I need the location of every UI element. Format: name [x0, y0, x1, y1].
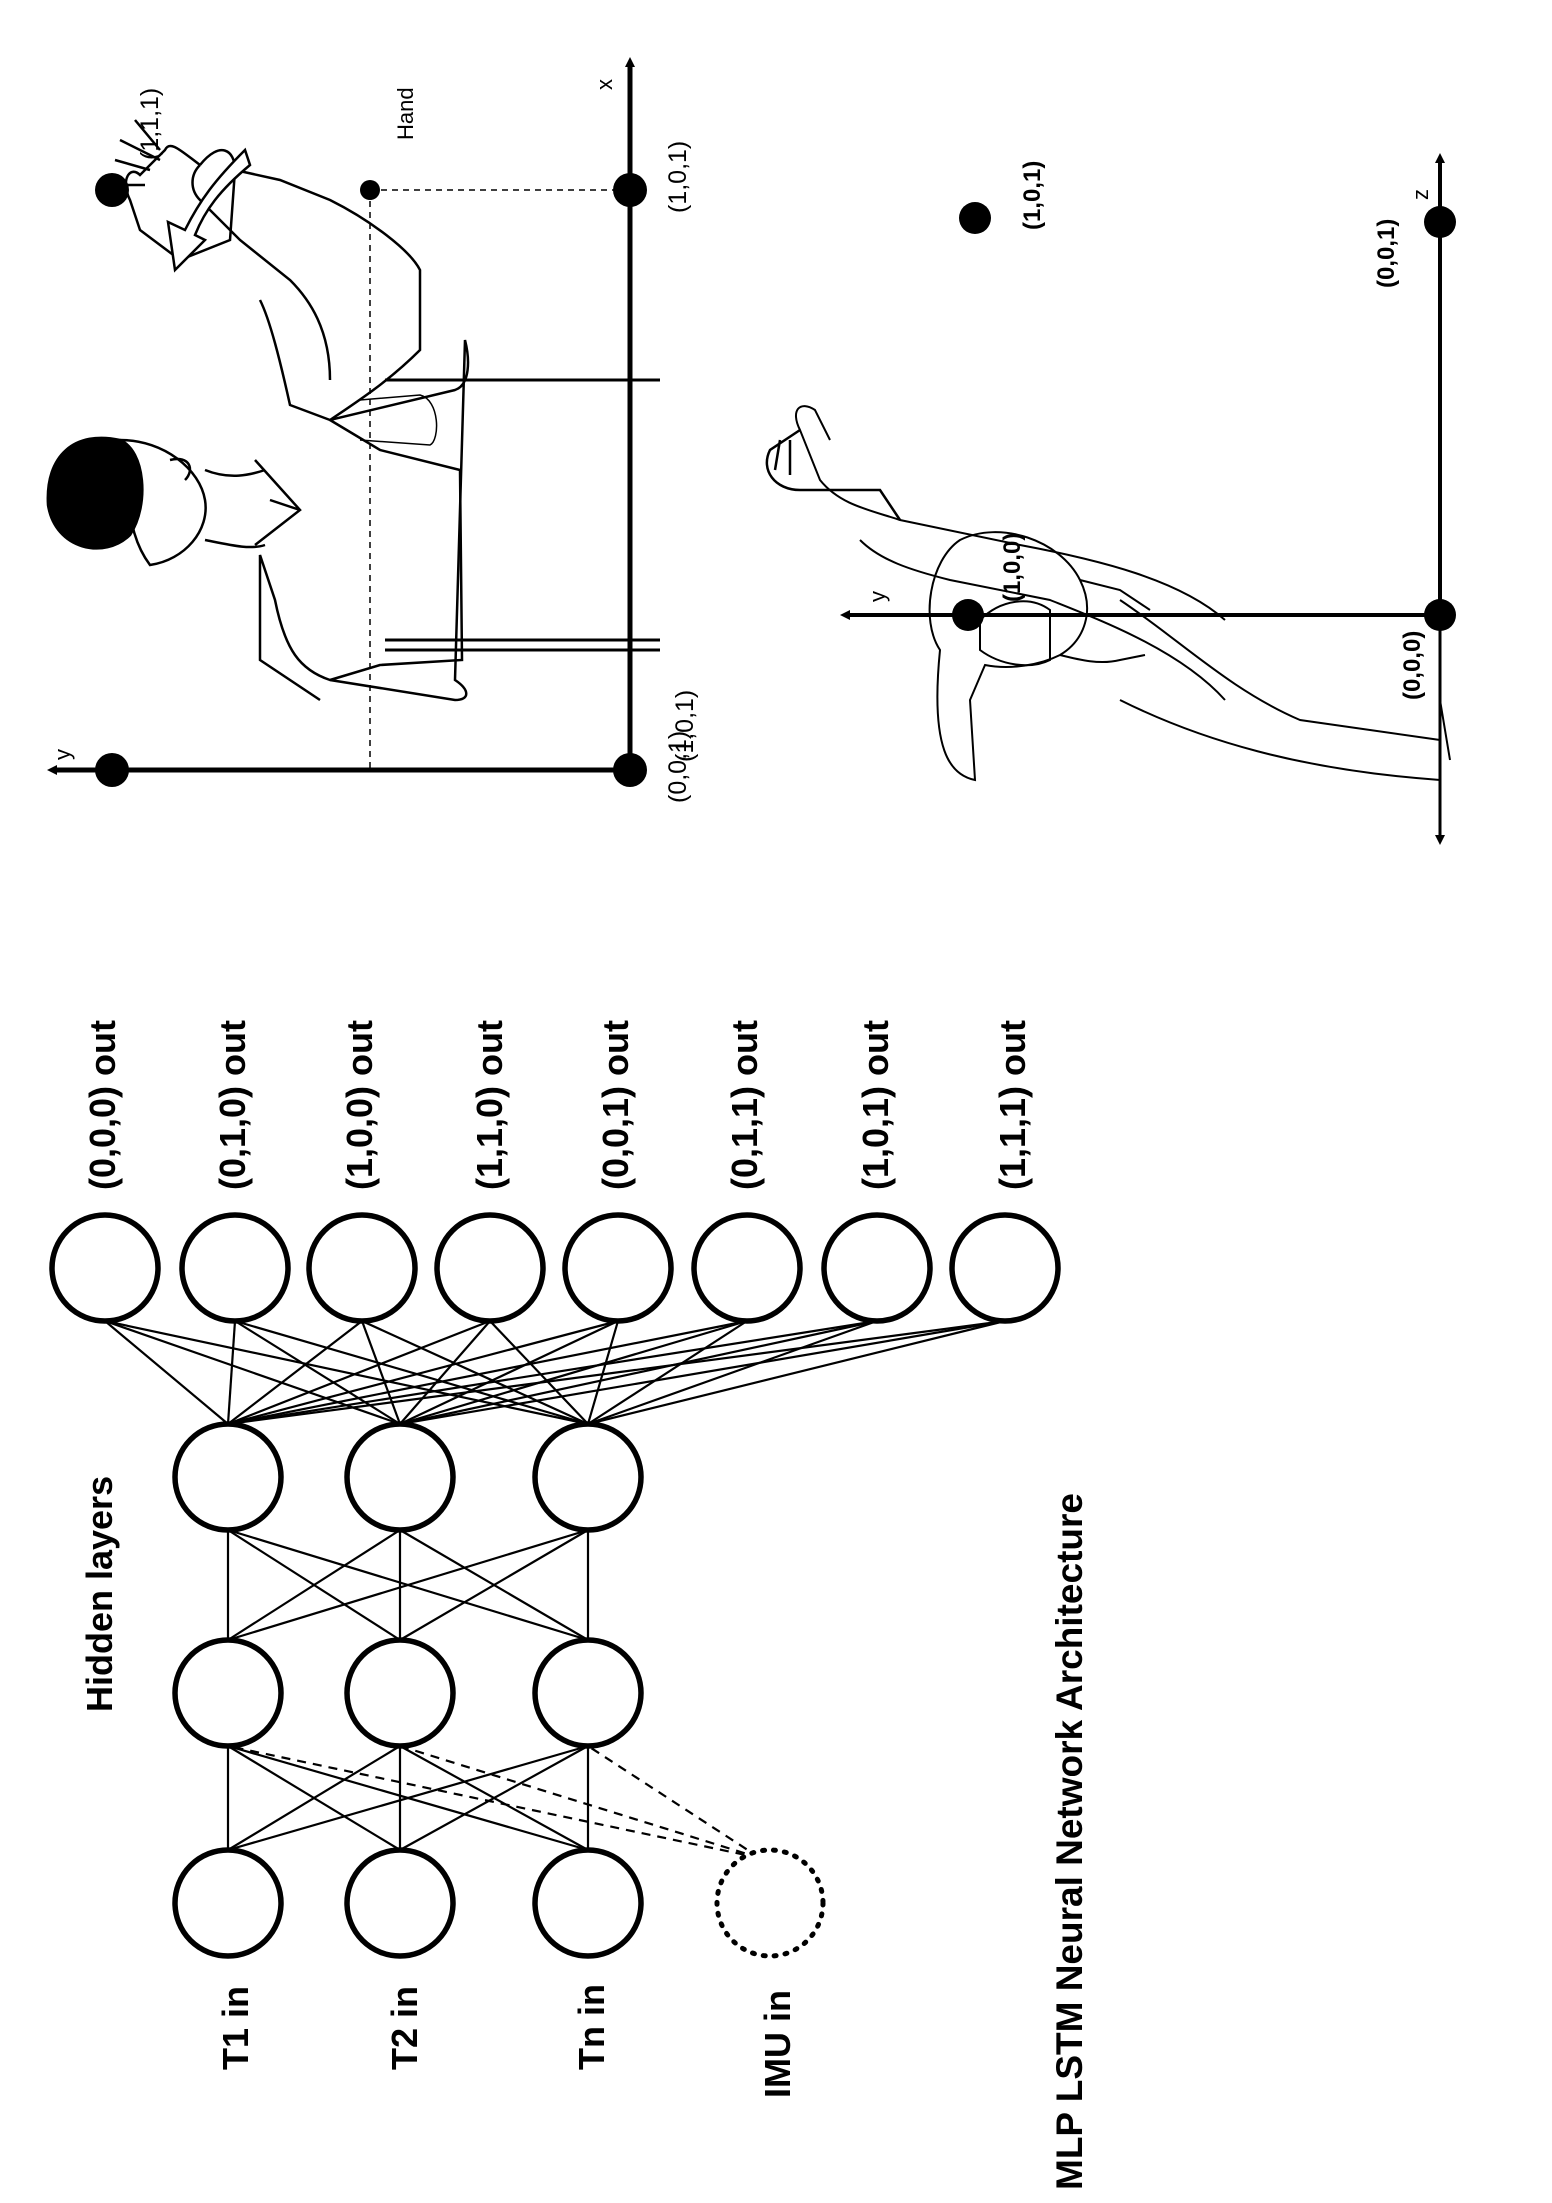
hidden1-node-3: [535, 1640, 641, 1746]
edge-h21-out0: [105, 1321, 400, 1424]
input-label-tn: Tn in: [571, 1984, 612, 2070]
hidden2-node-1: [175, 1424, 281, 1530]
front-label-101-right: (1,0,1): [664, 141, 692, 213]
edge-imu-h11: [400, 1746, 760, 1858]
output-node-8: [952, 1215, 1058, 1321]
output-label-000: (0,0,0) out: [82, 1020, 123, 1190]
side-axis-y-label: y: [865, 591, 890, 602]
front-axis-y-label: y: [50, 749, 75, 760]
input-label-imu: IMU in: [757, 1990, 798, 2098]
side-label-100: (1,0,0): [999, 533, 1026, 602]
hand-label: Hand: [393, 87, 418, 140]
side-point-100: [952, 599, 984, 631]
output-label-100: (1,0,0) out: [339, 1020, 380, 1190]
output-label-001: (0,0,1) out: [595, 1020, 636, 1190]
network-nodes: [52, 1215, 1058, 1956]
output-node-5: [565, 1215, 671, 1321]
front-label-001: (0,0,1): [664, 731, 692, 803]
input-node-2: [347, 1850, 453, 1956]
front-point-101-right: [613, 173, 647, 207]
edge-h21-out4: [400, 1321, 618, 1424]
output-node-7: [824, 1215, 930, 1321]
raised-arm: [193, 165, 421, 420]
front-view: (1,0,1) (0,0,1) (1,0,1) (1,1,1) Hand y x: [48, 62, 699, 803]
side-point-000: [1424, 599, 1456, 631]
collar: [255, 460, 300, 545]
side-point-101: [959, 202, 991, 234]
side-label-001: (0,0,1): [1373, 219, 1400, 288]
input-label-t1: T1 in: [215, 1986, 256, 2070]
input-node-imu: [717, 1850, 823, 1956]
edge-h20-out1: [228, 1321, 235, 1424]
side-point-001: [1424, 206, 1456, 238]
hidden2-node-3: [535, 1424, 641, 1530]
hidden2-node-2: [347, 1424, 453, 1530]
output-label-010: (0,1,0) out: [212, 1020, 253, 1190]
output-node-2: [182, 1215, 288, 1321]
edge-h20-out0: [105, 1321, 228, 1424]
head-hair: [48, 438, 143, 549]
front-point-001: [613, 753, 647, 787]
rotation-arrow-icon: [168, 150, 250, 270]
edge-h22-out7: [588, 1321, 1005, 1424]
output-label-101: (1,0,1) out: [855, 1020, 896, 1190]
output-label-111: (1,1,1) out: [992, 1020, 1033, 1190]
output-node-1: [52, 1215, 158, 1321]
belt-lines: [385, 380, 660, 650]
person-front-illustration: [48, 120, 660, 700]
front-point-111: [95, 173, 129, 207]
output-label-110: (1,1,0) out: [469, 1020, 510, 1190]
front-point-101-top: [95, 753, 129, 787]
edge-h21-out6: [400, 1321, 877, 1424]
side-label-000: (0,0,0): [1399, 631, 1426, 700]
output-label-011: (0,1,1) out: [724, 1020, 765, 1190]
side-label-101: (1,0,1): [1019, 161, 1046, 230]
edge-h21-out1: [235, 1321, 400, 1424]
output-node-4: [437, 1215, 543, 1321]
edge-imu-h12: [588, 1746, 760, 1858]
hidden-layers-label: Hidden layers: [79, 1476, 120, 1712]
side-view: (1,0,0) (0,0,0) (0,0,1) (1,0,1) y z: [767, 158, 1456, 840]
side-hand: [767, 430, 900, 520]
network-title: MLP LSTM Neural Network Architecture: [1049, 1493, 1090, 2190]
input-label-t2: T2 in: [384, 1986, 425, 2070]
side-sleeve: [980, 601, 1050, 665]
network-labels: MLP LSTM Neural Network Architecture Hid…: [79, 1020, 1090, 2190]
input-node-3: [535, 1850, 641, 1956]
front-label-111: (1,1,1): [136, 88, 164, 160]
neck: [205, 470, 265, 547]
network-connections: [105, 1321, 1005, 1858]
hidden1-node-1: [175, 1640, 281, 1746]
output-node-6: [694, 1215, 800, 1321]
input-node-1: [175, 1850, 281, 1956]
edge-h22-out6: [588, 1321, 877, 1424]
hidden1-node-2: [347, 1640, 453, 1746]
hand-point: [360, 180, 380, 200]
side-face: [1060, 580, 1150, 662]
side-axis-z-label: z: [1408, 189, 1433, 200]
output-node-3: [309, 1215, 415, 1321]
front-axis-x-label: x: [592, 79, 617, 90]
